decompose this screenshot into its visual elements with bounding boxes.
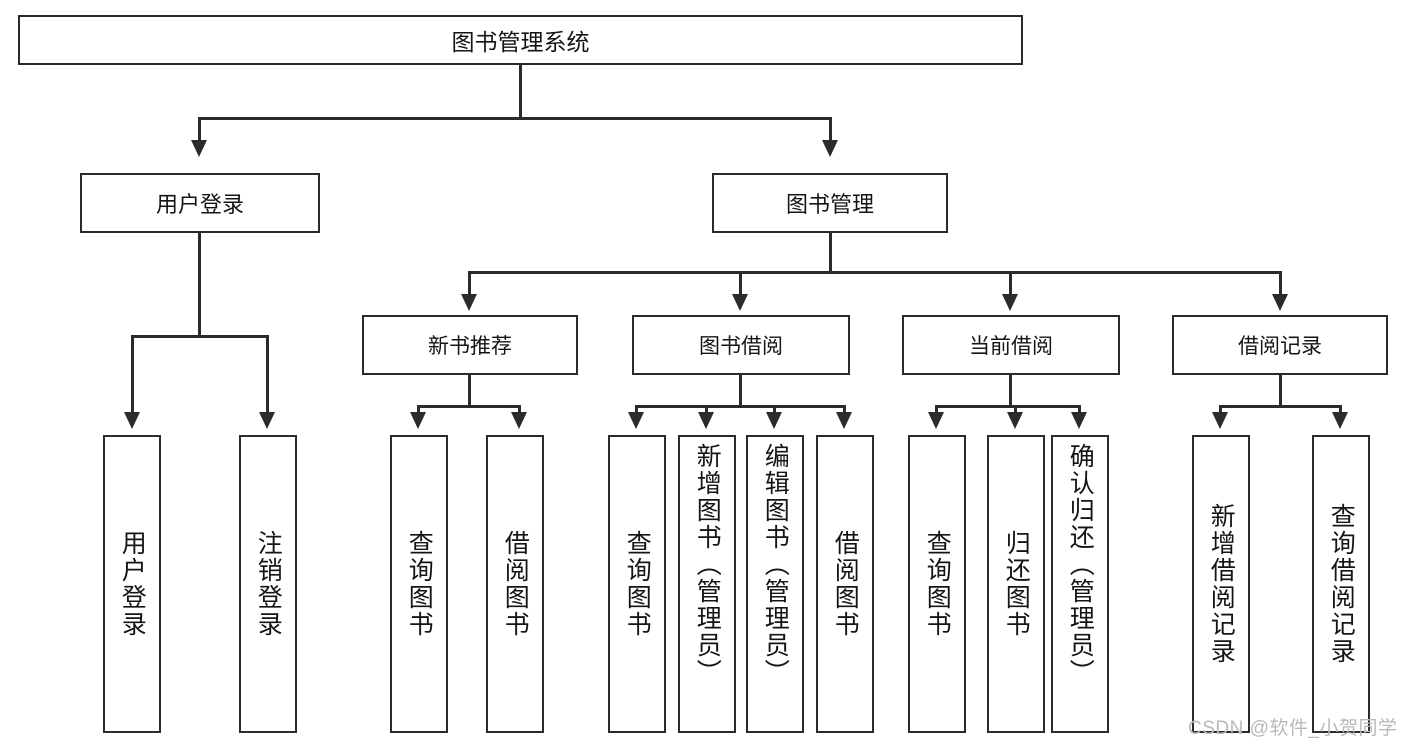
arrow-to-borrow-record — [1272, 294, 1288, 311]
arrow-new-book-to-borrow — [511, 412, 527, 429]
connector-book-borrow-to-borrow — [843, 405, 846, 415]
connector-book-manage-bar — [468, 271, 1280, 274]
connector-borrow-record-bar — [1219, 405, 1342, 408]
connector-new-book-bar — [417, 405, 521, 408]
arrow-root-to-book-manage — [822, 140, 838, 157]
connector-root-bar — [198, 117, 831, 120]
connector-to-current-borrow — [1009, 271, 1012, 297]
connector-current-borrow-to-return — [1014, 405, 1017, 415]
leaf-label: 新增借阅记录 — [1207, 503, 1236, 665]
arrow-book-borrow-to-add — [698, 412, 714, 429]
leaf-book-borrow-query-book[interactable]: 查询图书 — [608, 435, 666, 733]
arrow-current-borrow-to-confirm — [1071, 412, 1087, 429]
leaf-label: 确认归还（管理员） — [1066, 443, 1095, 686]
node-label: 新书推荐 — [428, 335, 512, 358]
node-label: 用户登录 — [155, 192, 244, 217]
arrow-current-borrow-to-query — [928, 412, 944, 429]
csdn-watermark: CSDN @软件_小贺同学 — [1188, 718, 1398, 739]
connector-root-to-book-manage — [829, 117, 832, 145]
leaf-label: 编辑图书（管理员） — [761, 443, 790, 686]
connector-current-borrow-bar — [935, 405, 1080, 408]
leaf-current-borrow-query-book[interactable]: 查询图书 — [908, 435, 966, 733]
connector-user-login-bar — [131, 335, 269, 338]
connector-current-borrow-to-query — [935, 405, 938, 415]
connector-book-borrow-bar — [635, 405, 846, 408]
leaf-label: 借阅图书 — [501, 530, 530, 638]
node-label: 图书借阅 — [699, 335, 783, 358]
leaf-label: 注销登录 — [254, 530, 283, 638]
connector-new-book-to-borrow — [518, 405, 521, 415]
leaf-borrow-record-query-record[interactable]: 查询借阅记录 — [1312, 435, 1370, 733]
connector-user-login-stem — [198, 233, 201, 335]
arrow-book-borrow-to-borrow — [836, 412, 852, 429]
arrow-to-book-borrow — [732, 294, 748, 311]
node-new-book-recommend[interactable]: 新书推荐 — [362, 315, 578, 375]
connector-book-borrow-to-add — [705, 405, 708, 415]
arrow-user-login-to-logout — [259, 412, 275, 429]
leaf-label: 借阅图书 — [831, 530, 860, 638]
leaf-current-borrow-confirm-return[interactable]: 确认归还（管理员） — [1051, 435, 1109, 733]
connector-book-borrow-stem — [739, 375, 742, 405]
leaf-label: 用户登录 — [118, 530, 147, 638]
connector-user-login-to-logout — [266, 335, 269, 415]
node-label: 图书管理 — [785, 192, 874, 217]
connector-current-borrow-stem — [1009, 375, 1012, 405]
leaf-book-borrow-add-book[interactable]: 新增图书（管理员） — [678, 435, 736, 733]
arrow-to-new-book — [461, 294, 477, 311]
arrow-root-to-user-login — [191, 140, 207, 157]
node-label: 图书管理系统 — [451, 29, 590, 55]
node-user-login[interactable]: 用户登录 — [80, 173, 320, 233]
arrow-current-borrow-to-return — [1007, 412, 1023, 429]
connector-user-login-to-login — [131, 335, 134, 415]
connector-to-borrow-record — [1279, 271, 1282, 297]
leaf-new-book-borrow-book[interactable]: 借阅图书 — [486, 435, 544, 733]
connector-book-borrow-to-query — [635, 405, 638, 415]
node-label: 当前借阅 — [969, 335, 1053, 358]
leaf-label: 查询借阅记录 — [1327, 503, 1356, 665]
connector-borrow-record-to-add — [1219, 405, 1222, 415]
leaf-borrow-record-add-record[interactable]: 新增借阅记录 — [1192, 435, 1250, 733]
arrow-book-borrow-to-edit — [766, 412, 782, 429]
node-book-management[interactable]: 图书管理 — [712, 173, 948, 233]
leaf-label: 查询图书 — [923, 530, 952, 638]
node-current-borrow[interactable]: 当前借阅 — [902, 315, 1120, 375]
arrow-user-login-to-login — [124, 412, 140, 429]
connector-to-book-borrow — [739, 271, 742, 297]
arrow-to-current-borrow — [1002, 294, 1018, 311]
arrow-borrow-record-to-query — [1332, 412, 1348, 429]
leaf-user-login-logout[interactable]: 注销登录 — [239, 435, 297, 733]
leaf-label: 查询图书 — [405, 530, 434, 638]
leaf-new-book-query-book[interactable]: 查询图书 — [390, 435, 448, 733]
arrow-borrow-record-to-add — [1212, 412, 1228, 429]
arrow-book-borrow-to-query — [628, 412, 644, 429]
node-root-system[interactable]: 图书管理系统 — [18, 15, 1023, 65]
connector-to-new-book — [468, 271, 471, 297]
leaf-user-login-login[interactable]: 用户登录 — [103, 435, 161, 733]
connector-book-manage-stem — [829, 233, 832, 271]
leaf-book-borrow-edit-book[interactable]: 编辑图书（管理员） — [746, 435, 804, 733]
leaf-book-borrow-borrow-book[interactable]: 借阅图书 — [816, 435, 874, 733]
node-borrow-record[interactable]: 借阅记录 — [1172, 315, 1388, 375]
connector-borrow-record-to-query — [1339, 405, 1342, 415]
arrow-new-book-to-query — [410, 412, 426, 429]
connector-current-borrow-to-confirm — [1078, 405, 1081, 415]
connector-new-book-to-query — [417, 405, 420, 415]
connector-book-borrow-to-edit — [773, 405, 776, 415]
connector-new-book-stem — [468, 375, 471, 405]
leaf-label: 查询图书 — [623, 530, 652, 638]
node-label: 借阅记录 — [1238, 335, 1322, 358]
leaf-label: 新增图书（管理员） — [693, 443, 722, 686]
node-book-borrow[interactable]: 图书借阅 — [632, 315, 850, 375]
connector-root-to-user-login — [198, 117, 201, 145]
leaf-current-borrow-return-book[interactable]: 归还图书 — [987, 435, 1045, 733]
connector-root-stem — [519, 65, 522, 117]
leaf-label: 归还图书 — [1002, 530, 1031, 638]
connector-borrow-record-stem — [1279, 375, 1282, 405]
